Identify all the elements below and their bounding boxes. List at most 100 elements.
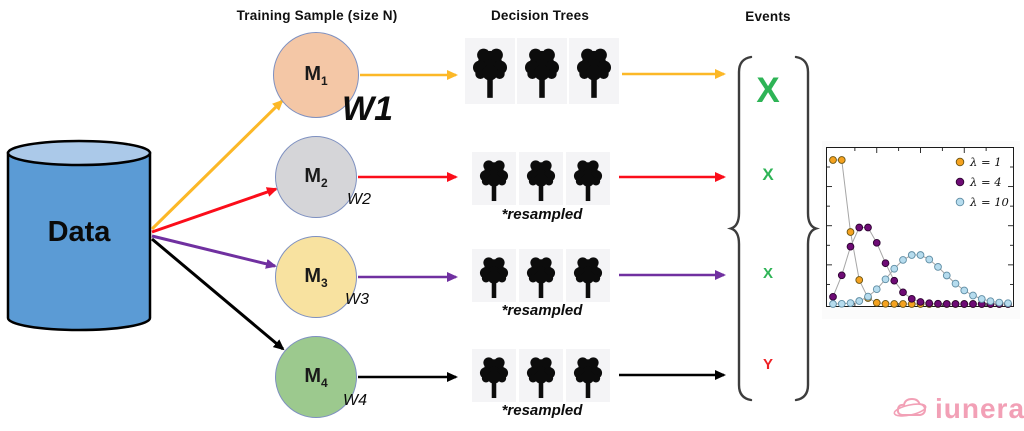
tree-icon [519,349,563,402]
chart-frame [826,147,1014,307]
tree-icon [519,152,563,205]
legend-label: λ = 4 [969,175,1002,189]
cylinder-top [6,139,152,167]
data-point [846,242,855,251]
data-point [995,298,1004,307]
data-point [837,271,846,280]
data-point [899,300,907,308]
iunera-logo: iunera [893,394,1024,424]
legend-label: λ = 10 [969,195,1009,209]
weight-label-w2: W2 [347,191,371,208]
data-point [942,271,951,280]
resampled-note-row2: *resampled [501,206,583,223]
event-symbol-4: Y [762,356,773,373]
sample-circle-m4: M4 [275,336,357,418]
data-label: Data [47,216,111,248]
data-point [872,238,881,247]
data-point [855,223,864,232]
legend-marker [955,157,965,167]
arrow-data-to-m2 [151,187,278,234]
right-brace [794,55,821,402]
tree-icon [472,152,516,205]
data-point [960,300,969,308]
data-point [951,300,960,308]
data-point [837,299,846,308]
tree-icon [566,249,610,302]
data-point [951,279,960,288]
arrow-data-to-m4 [151,237,285,351]
tree-icon [472,249,516,302]
data-point [925,299,934,308]
resampled-note-row3: *resampled [501,302,583,319]
tree-icon [519,249,563,302]
weight-label-w4: W4 [343,392,367,409]
data-point [881,299,890,308]
data-point [907,294,916,303]
data-cylinder [6,139,152,332]
data-point [829,156,837,164]
data-point [846,299,855,307]
arrow-data-to-m3 [151,234,277,269]
cylinder-body [6,151,152,332]
tree-icon [472,349,516,402]
weight-label-w1: W1 [342,90,393,128]
data-point [899,288,907,297]
data-point [881,259,890,268]
data-point [890,264,899,273]
poisson-chart: λ = 1 λ = 4 λ = 10 [822,141,1020,319]
data-point [881,275,890,284]
data-point [934,299,942,308]
data-point [829,292,837,301]
iunera-cloud-icon [893,398,927,417]
weight-label-w3: W3 [345,291,369,308]
data-point [925,255,934,264]
data-point [829,300,837,308]
data-point [916,251,925,259]
sample-circle-m1: M1 [273,32,359,118]
decision-trees-header: Decision Trees [490,8,590,23]
sample-label-m4: M4 [304,364,328,390]
tree-icon [569,38,619,104]
data-point [934,263,942,271]
resampled-note-row4: *resampled [501,402,583,419]
legend-marker [955,197,965,207]
data-point [969,300,977,308]
tree-icon [465,38,515,104]
data-point [1004,299,1012,308]
data-point [960,286,969,295]
data-point [977,295,986,303]
data-point [855,297,864,305]
sample-label-m3: M3 [304,264,328,290]
data-point [846,228,855,236]
iunera-logo-text: iunera [935,393,1024,424]
event-symbol-3: X [762,265,773,282]
sample-circle-m2: M2 [275,136,357,218]
data-point [899,256,907,264]
event-symbol-1: X [756,71,780,110]
sample-label-m1: M1 [304,62,328,88]
tree-icon [566,349,610,402]
data-point [986,297,995,306]
data-point [907,251,916,259]
left-brace [726,55,753,402]
data-point [890,276,899,285]
data-point [864,223,872,232]
tree-icon [517,38,567,104]
events-header: Events [745,9,791,24]
data-point [864,292,872,301]
data-point [942,300,951,308]
legend-label: λ = 1 [969,155,1002,169]
data-point [872,298,881,307]
tree-icon [566,152,610,205]
data-point [916,298,925,306]
data-point [837,156,846,164]
event-symbol-2: X [762,165,774,184]
data-point [855,276,864,284]
legend-marker [955,177,965,187]
data-point [969,291,977,300]
sample-circle-m3: M3 [275,236,357,318]
sample-label-m2: M2 [304,164,328,190]
data-point [890,300,899,308]
